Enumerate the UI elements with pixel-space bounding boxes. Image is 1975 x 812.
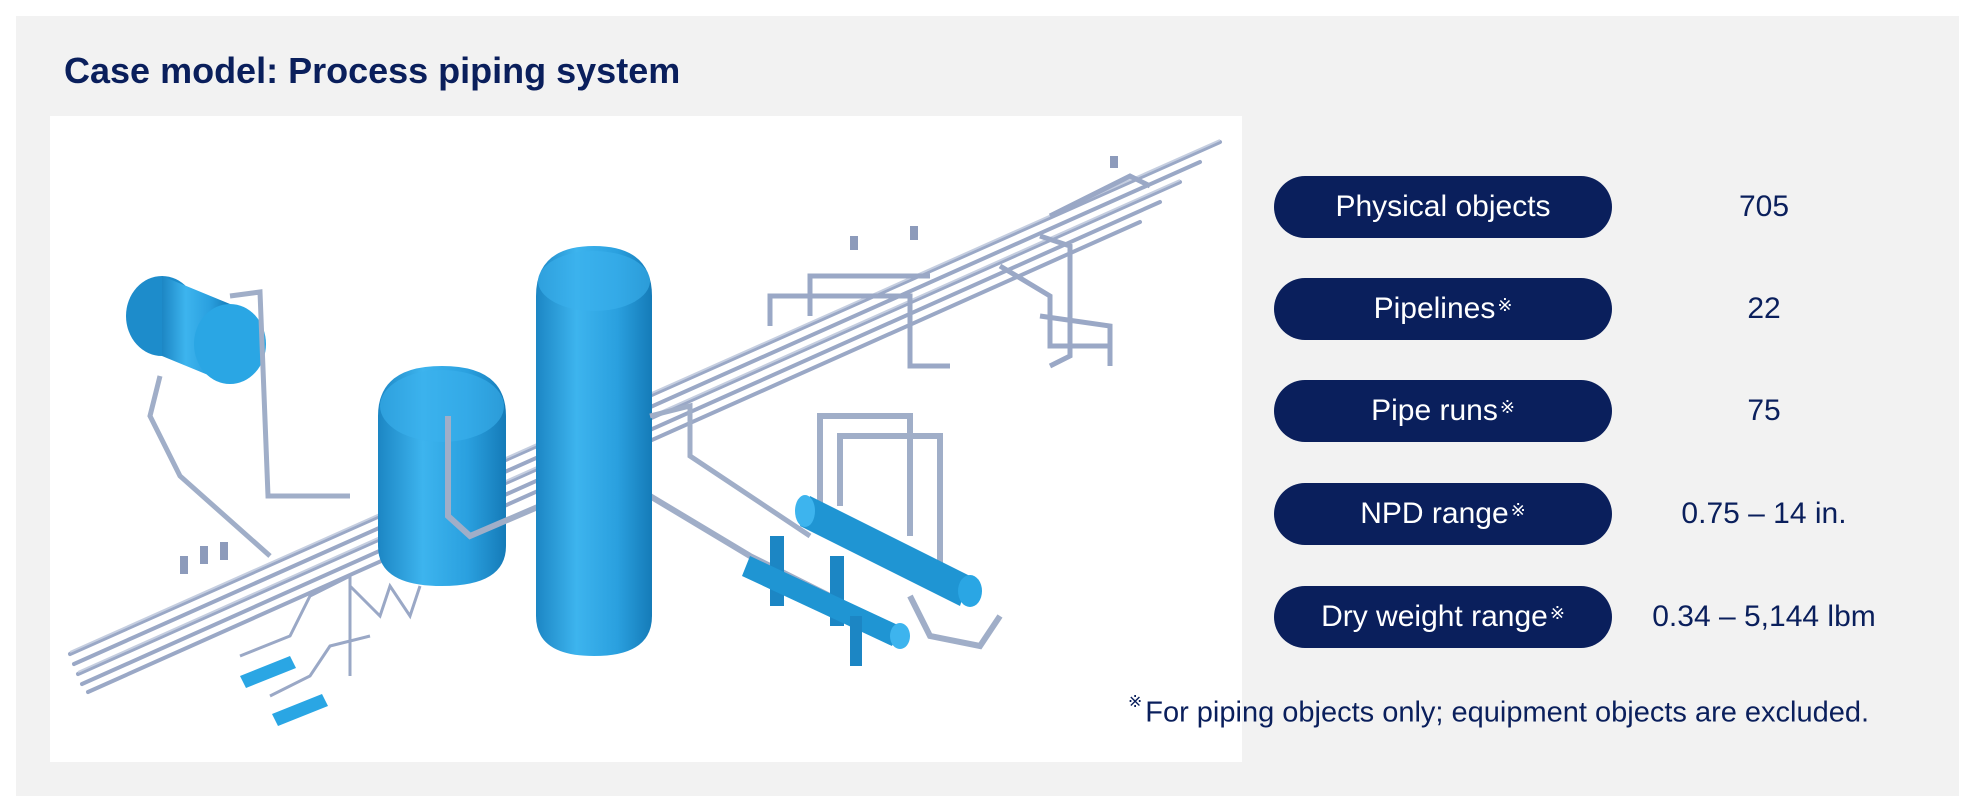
stat-label: Pipe runs <box>1371 394 1498 427</box>
short-vessel <box>378 366 506 586</box>
stat-label: Dry weight range <box>1321 600 1548 633</box>
pump-2 <box>272 694 328 726</box>
stat-row-pipelines: Pipelines ※ 22 <box>1274 278 1934 340</box>
heat-exchanger-lower <box>742 556 910 666</box>
piping-loop-right <box>767 173 1152 369</box>
stat-label-pill: Pipe runs ※ <box>1274 380 1612 442</box>
stat-label: Physical objects <box>1335 190 1551 223</box>
stat-value: 75 <box>1747 394 1781 427</box>
column-overhead-pipe <box>649 402 812 539</box>
stat-label: Pipelines <box>1373 292 1496 325</box>
stat-row-dry-weight-range: Dry weight range ※ 0.34 – 5,144 lbm <box>1274 586 1934 648</box>
piping-model-image <box>50 116 1242 762</box>
stat-value: 0.34 – 5,144 lbm <box>1652 600 1876 633</box>
drum-outlet-pipe <box>229 289 350 499</box>
footnote-mark: ※ <box>1499 396 1515 417</box>
drum-drain-pipe <box>147 375 272 558</box>
footnote-mark: ※ <box>1510 499 1526 520</box>
stat-label-pill: NPD range ※ <box>1274 483 1612 545</box>
stat-value: 22 <box>1747 292 1781 325</box>
piping-3d-render <box>68 139 1222 726</box>
stat-value: 0.75 – 14 in. <box>1681 497 1847 530</box>
stat-label-pill: Physical objects <box>1274 176 1612 238</box>
footnote: ※For piping objects only; equipment obje… <box>1128 692 1870 730</box>
footnote-mark: ※ <box>1128 692 1143 711</box>
slide-title: Case model: Process piping system <box>64 50 681 91</box>
stat-row-npd-range: NPD range ※ 0.75 – 14 in. <box>1274 483 1934 545</box>
stat-value: 705 <box>1738 190 1790 223</box>
stat-row-physical-objects: Physical objects 705 <box>1274 176 1934 238</box>
footnote-mark: ※ <box>1497 294 1513 315</box>
stat-row-pipe-runs: Pipe runs ※ 75 <box>1274 380 1934 442</box>
horizontal-drum <box>126 276 266 384</box>
stat-label: NPD range <box>1360 497 1509 530</box>
valve-cluster <box>180 156 1118 574</box>
stat-label-pill: Pipelines ※ <box>1274 278 1612 340</box>
footnote-mark: ※ <box>1549 602 1565 623</box>
stat-label-pill: Dry weight range ※ <box>1274 586 1612 648</box>
footnote-text: For piping objects only; equipment objec… <box>1145 696 1870 729</box>
pump-1 <box>240 656 296 688</box>
exchanger-piping <box>817 413 1003 650</box>
tall-column <box>536 246 652 656</box>
heat-exchanger-upper <box>770 495 982 626</box>
slide: Case model: Process piping system <box>16 16 1959 796</box>
pump-piping <box>239 573 422 698</box>
